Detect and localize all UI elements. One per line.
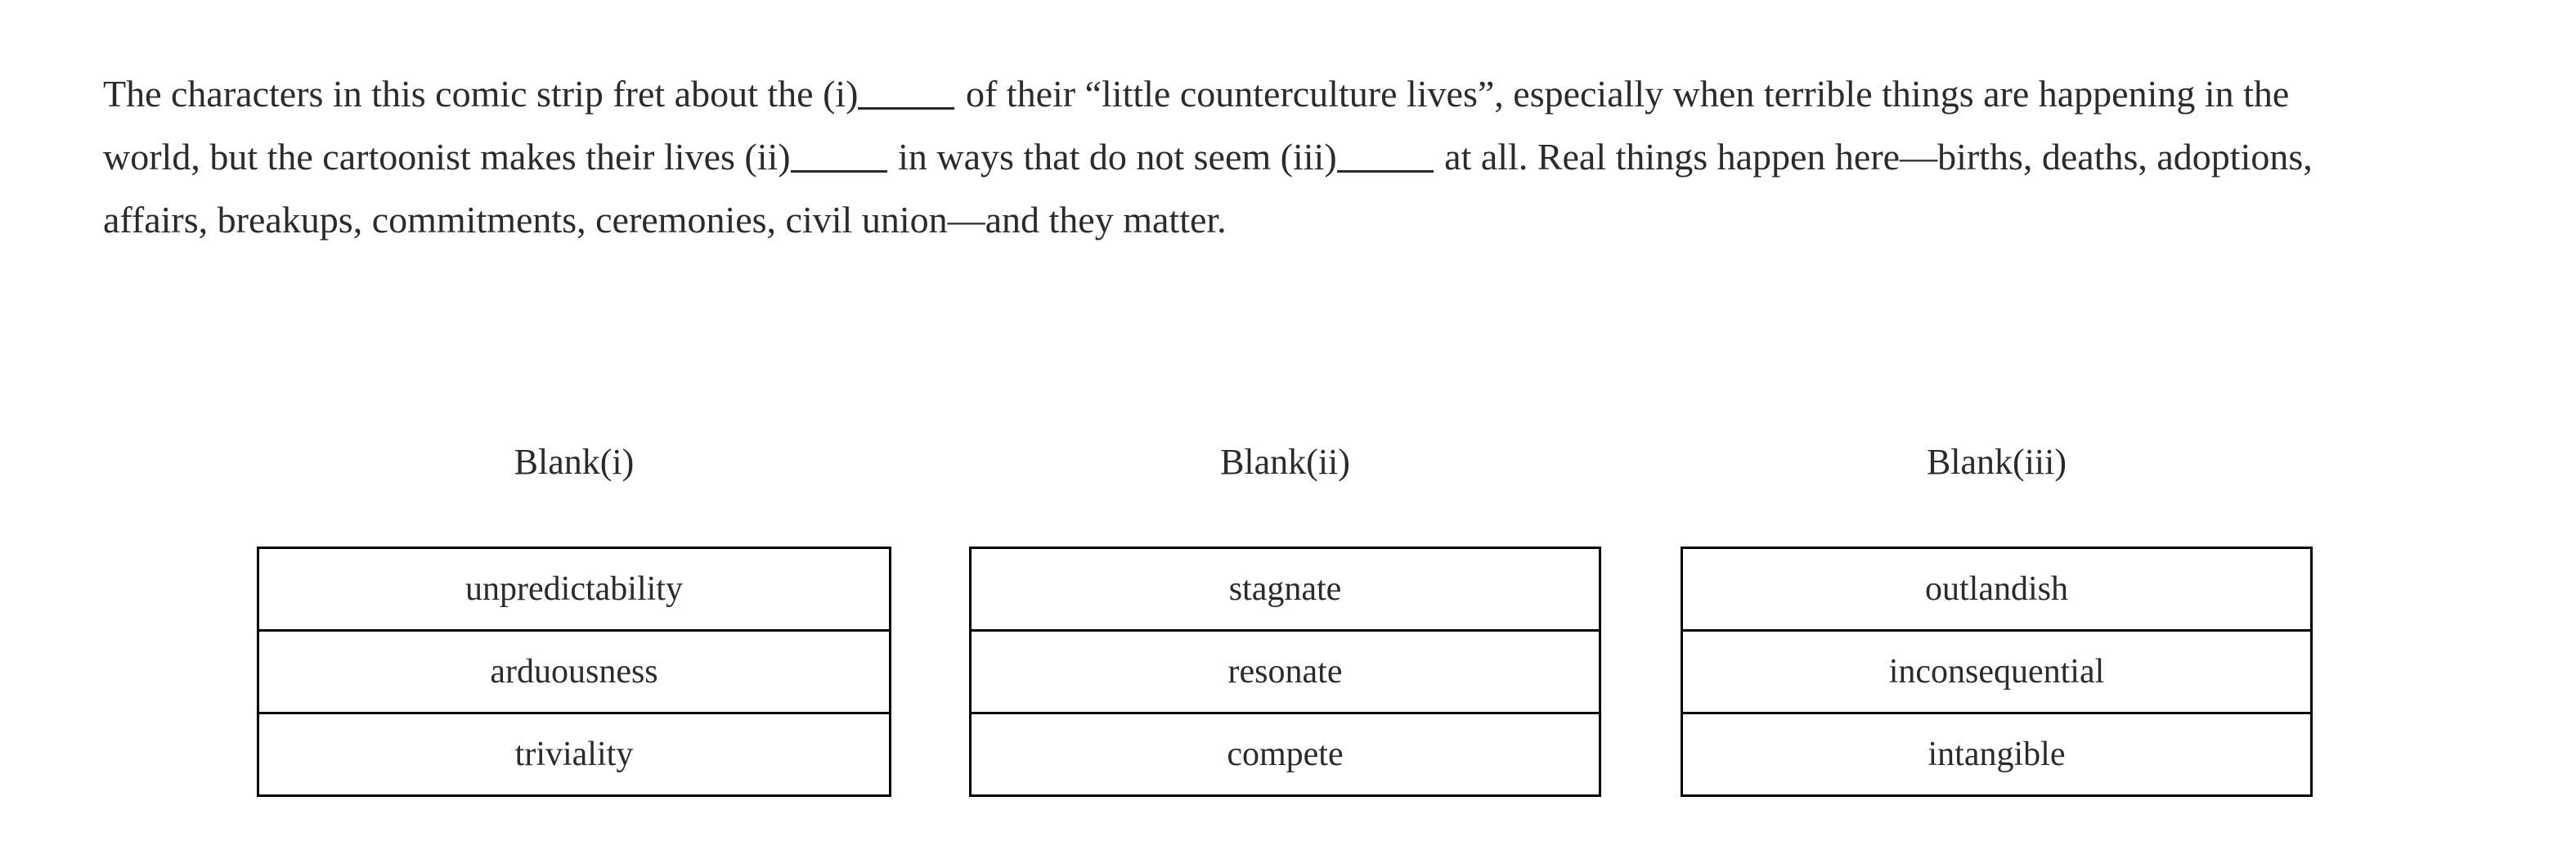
- passage-segment-1: The characters in this comic strip fret …: [103, 73, 859, 115]
- table-row: resonate: [969, 629, 1601, 714]
- passage-segment-2: of their “little counterculture lives”, …: [103, 73, 2290, 178]
- choice-option-ii-2[interactable]: resonate: [969, 629, 1601, 714]
- question-passage: The characters in this comic strip fret …: [103, 62, 2344, 251]
- choice-table-blank-iii: outlandish inconsequential intangible: [1681, 547, 2313, 797]
- table-row: arduousness: [257, 629, 891, 714]
- answer-column-blank-iii: Blank(iii) outlandish inconsequential in…: [1681, 442, 2313, 797]
- table-row: unpredictability: [257, 547, 891, 632]
- passage-segment-3: in ways that do not seem (iii): [888, 136, 1337, 178]
- table-row: outlandish: [1681, 547, 2313, 632]
- choice-table-blank-i: unpredictability arduousness triviality: [257, 547, 891, 797]
- table-row: stagnate: [969, 547, 1601, 632]
- column-header-blank-ii: Blank(ii): [1220, 442, 1350, 482]
- choice-option-i-2[interactable]: arduousness: [257, 629, 891, 714]
- choice-option-ii-1[interactable]: stagnate: [969, 547, 1601, 632]
- choice-table-blank-ii: stagnate resonate compete: [969, 547, 1601, 797]
- table-row: inconsequential: [1681, 629, 2313, 714]
- choice-option-iii-2[interactable]: inconsequential: [1681, 629, 2313, 714]
- answer-column-blank-ii: Blank(ii) stagnate resonate compete: [969, 442, 1601, 797]
- passage-segment-4: at all. Real things happen here—births, …: [103, 136, 2313, 241]
- table-row: intangible: [1681, 712, 2313, 797]
- choice-option-ii-3[interactable]: compete: [969, 712, 1601, 797]
- blank-iii-rule: [1336, 170, 1434, 173]
- table-row: compete: [969, 712, 1601, 797]
- choice-option-iii-3[interactable]: intangible: [1681, 712, 2313, 797]
- table-row: triviality: [257, 712, 891, 797]
- column-header-blank-i: Blank(i): [514, 442, 635, 482]
- answer-column-blank-i: Blank(i) unpredictability arduousness tr…: [257, 442, 891, 797]
- blank-i-rule: [858, 107, 955, 110]
- column-header-blank-iii: Blank(iii): [1926, 442, 2067, 482]
- choice-option-iii-1[interactable]: outlandish: [1681, 547, 2313, 632]
- choice-option-i-3[interactable]: triviality: [257, 712, 891, 797]
- blank-ii-rule: [790, 170, 887, 173]
- choice-option-i-1[interactable]: unpredictability: [257, 547, 891, 632]
